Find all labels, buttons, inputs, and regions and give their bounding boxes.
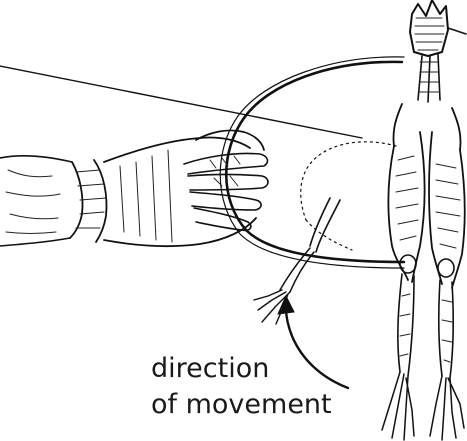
arrowhead — [278, 296, 294, 314]
metal-arc — [220, 57, 404, 268]
frog-legs — [382, 104, 465, 440]
moving-leg — [254, 142, 396, 324]
spinal-cord — [410, 0, 466, 102]
annotation-label-line2: of movement — [151, 388, 332, 422]
annotation-label-line1: direction — [151, 352, 269, 386]
direction-arrow — [278, 296, 348, 388]
